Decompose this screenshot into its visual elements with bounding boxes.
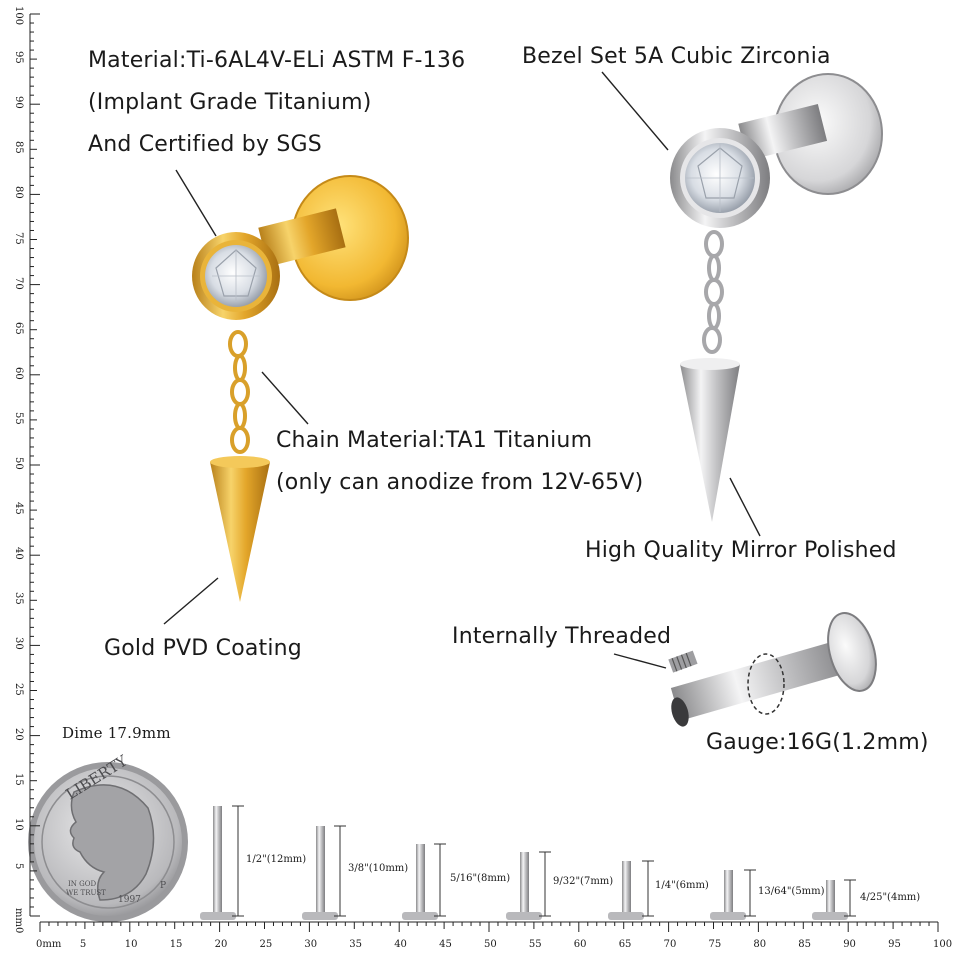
ruler-bottom-label: 0mm xyxy=(36,939,62,950)
ruler-bottom xyxy=(39,921,939,932)
ruler-bottom-label: 5 xyxy=(79,939,87,950)
ruler-left-label: 60 xyxy=(13,366,24,380)
material-label-line2: (Implant Grade Titanium) xyxy=(88,90,372,115)
post-length-label: 13/64"(5mm) xyxy=(758,886,825,897)
ruler-left-label: 20 xyxy=(13,727,24,741)
gauge-label: Gauge:16G(1.2mm) xyxy=(706,730,929,755)
ruler-bottom-label: 70 xyxy=(663,939,677,950)
ruler-bottom-label: 10 xyxy=(124,939,138,950)
ruler-bottom-label: 90 xyxy=(843,939,856,950)
post-length-label: 5/16"(8mm) xyxy=(450,873,511,884)
ruler-left xyxy=(29,13,40,917)
coin-mint: P xyxy=(160,881,166,891)
ruler-left-label: 100 xyxy=(13,6,24,26)
ruler-left-label: 80 xyxy=(13,186,24,200)
ruler-left-label: 70 xyxy=(13,276,24,290)
ruler-left-label: 25 xyxy=(13,682,24,696)
silver-labret xyxy=(670,73,883,522)
dime-caption: Dime 17.9mm xyxy=(62,724,171,742)
ruler-left-label: 45 xyxy=(13,502,24,515)
coin-trust: WE TRUST xyxy=(66,889,106,897)
post-length-label: 4/25"(4mm) xyxy=(860,892,921,903)
threaded-post xyxy=(668,612,877,727)
size-posts xyxy=(200,805,856,920)
leader-lines xyxy=(163,71,761,669)
coin-god: IN GOD xyxy=(68,880,96,888)
ruler-bottom-label: 55 xyxy=(528,939,542,950)
ruler-left-label: 85 xyxy=(13,141,24,155)
ruler-left-label: 90 xyxy=(13,96,24,109)
post-length-label: 9/32"(7mm) xyxy=(553,876,614,887)
ruler-left-label: 30 xyxy=(13,637,24,651)
ruler-left-label: 65 xyxy=(13,321,24,335)
ruler-left-label: 5 xyxy=(13,862,24,870)
ruler-bottom-label: 80 xyxy=(753,939,767,950)
ruler-left-label: 75 xyxy=(13,231,24,245)
ruler-left-label: 55 xyxy=(13,411,24,425)
chain-label-line1: Chain Material:TA1 Titanium xyxy=(276,428,593,453)
ruler-left-label: 15 xyxy=(13,772,24,786)
ruler-left-label: mm0 xyxy=(13,908,24,934)
bezel-label: Bezel Set 5A Cubic Zirconia xyxy=(522,44,831,69)
ruler-left-label: 10 xyxy=(13,817,24,831)
chain-label-line2: (only can anodize from 12V-65V) xyxy=(276,470,644,495)
ruler-bottom-label: 65 xyxy=(618,939,632,950)
polished-label: High Quality Mirror Polished xyxy=(585,538,897,563)
material-label-line3: And Certified by SGS xyxy=(88,132,322,157)
post-length-label: 1/2"(12mm) xyxy=(246,854,307,865)
ruler-left-label: 95 xyxy=(13,51,24,64)
ruler-bottom-label: 50 xyxy=(484,939,497,950)
ruler-bottom-label: 75 xyxy=(708,939,722,950)
ruler-bottom-label: 60 xyxy=(573,939,587,950)
ruler-bottom-label: 35 xyxy=(349,939,363,950)
thread-screw xyxy=(668,650,698,673)
post-length-label: 3/8"(10mm) xyxy=(348,863,409,874)
gold-labret xyxy=(192,175,409,602)
ruler-bottom-label: 30 xyxy=(304,939,318,950)
ruler-bottom-label: 95 xyxy=(888,939,901,950)
gold-coating-label: Gold PVD Coating xyxy=(104,636,302,661)
material-label-line1: Material:Ti-6AL4V-ELi ASTM F-136 xyxy=(88,48,466,73)
threaded-label: Internally Threaded xyxy=(452,624,672,649)
ruler-bottom-label: 100 xyxy=(933,939,953,950)
coin-year: 1997 xyxy=(118,895,141,905)
ruler-left-label: 40 xyxy=(13,547,24,560)
ruler-bottom-label: 40 xyxy=(394,939,407,950)
ruler-bottom-label: 20 xyxy=(214,939,228,950)
ruler-bottom-label: 15 xyxy=(169,939,183,950)
dime-coin: LIBERTY IN GOD WE TRUST 1997 P xyxy=(28,751,188,922)
ruler-bottom-label: 45 xyxy=(439,939,452,950)
ruler-left-label: 35 xyxy=(13,592,24,606)
post-length-label: 1/4"(6mm) xyxy=(655,880,709,891)
ruler-left-label: 50 xyxy=(13,457,24,470)
ruler-bottom-label: 25 xyxy=(259,939,273,950)
ruler-bottom-label: 85 xyxy=(798,939,812,950)
